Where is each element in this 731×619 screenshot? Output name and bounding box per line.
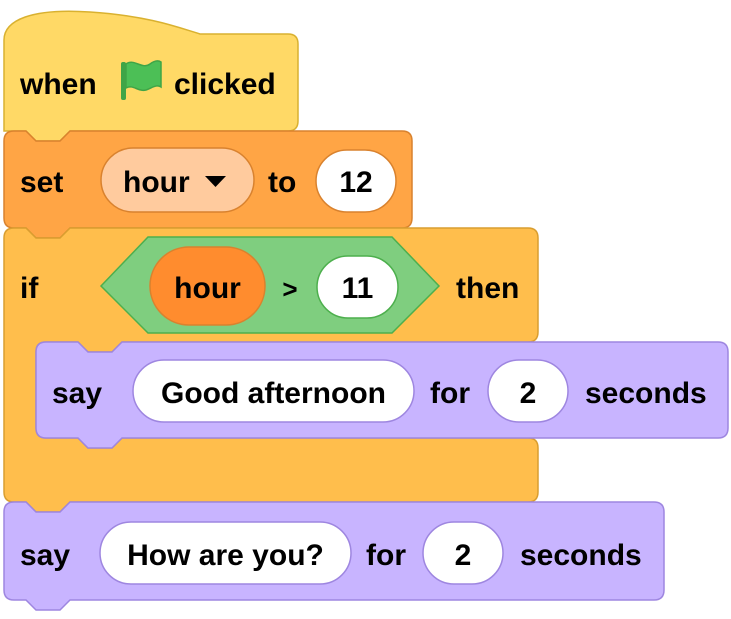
inner-duration-input[interactable]: 2	[487, 359, 569, 423]
if-label: if	[20, 272, 39, 305]
inner-for-label: for	[430, 377, 470, 410]
seconds-label: seconds	[520, 539, 642, 572]
say-for-secs-block[interactable]: say How are you? for 2 seconds	[3, 501, 665, 611]
if-then-block[interactable]: if hour > 11 then	[3, 227, 539, 513]
duration-text: 2	[455, 539, 472, 572]
hour-reporter-text: hour	[174, 272, 241, 305]
hour-reporter[interactable]: hour	[149, 246, 266, 326]
variable-dropdown[interactable]: hour	[100, 147, 255, 213]
green-flag-icon[interactable]	[121, 60, 162, 100]
compare-value-input[interactable]: 11	[316, 255, 399, 319]
inner-message-input[interactable]: Good afternoon	[132, 359, 415, 423]
operator-symbol: >	[282, 274, 297, 304]
for-label: for	[366, 539, 406, 572]
message-text: How are you?	[127, 539, 324, 572]
hat-label-clicked: clicked	[174, 68, 276, 101]
set-value-input[interactable]: 12	[315, 149, 397, 213]
variable-dropdown-label: hour	[123, 166, 190, 199]
greater-than-operator[interactable]: hour > 11	[99, 236, 441, 334]
set-label: set	[20, 166, 63, 199]
set-variable-block[interactable]: set hour to 12	[3, 130, 413, 239]
when-flag-clicked-block[interactable]: when clicked	[3, 10, 299, 142]
hat-label-when: when	[19, 68, 97, 101]
inner-message-text: Good afternoon	[161, 377, 386, 410]
duration-input[interactable]: 2	[422, 521, 504, 585]
set-label-to: to	[268, 166, 296, 199]
inner-seconds-label: seconds	[585, 377, 707, 410]
set-value-text: 12	[339, 166, 372, 199]
inner-say-label: say	[52, 377, 102, 410]
message-input[interactable]: How are you?	[99, 521, 352, 585]
compare-value-text: 11	[342, 272, 374, 305]
then-label: then	[456, 272, 519, 305]
say-for-secs-block-inner[interactable]: say Good afternoon for 2 seconds	[35, 341, 729, 449]
dropdown-arrow-icon	[205, 176, 226, 187]
say-label: say	[20, 539, 70, 572]
inner-duration-text: 2	[520, 377, 537, 410]
